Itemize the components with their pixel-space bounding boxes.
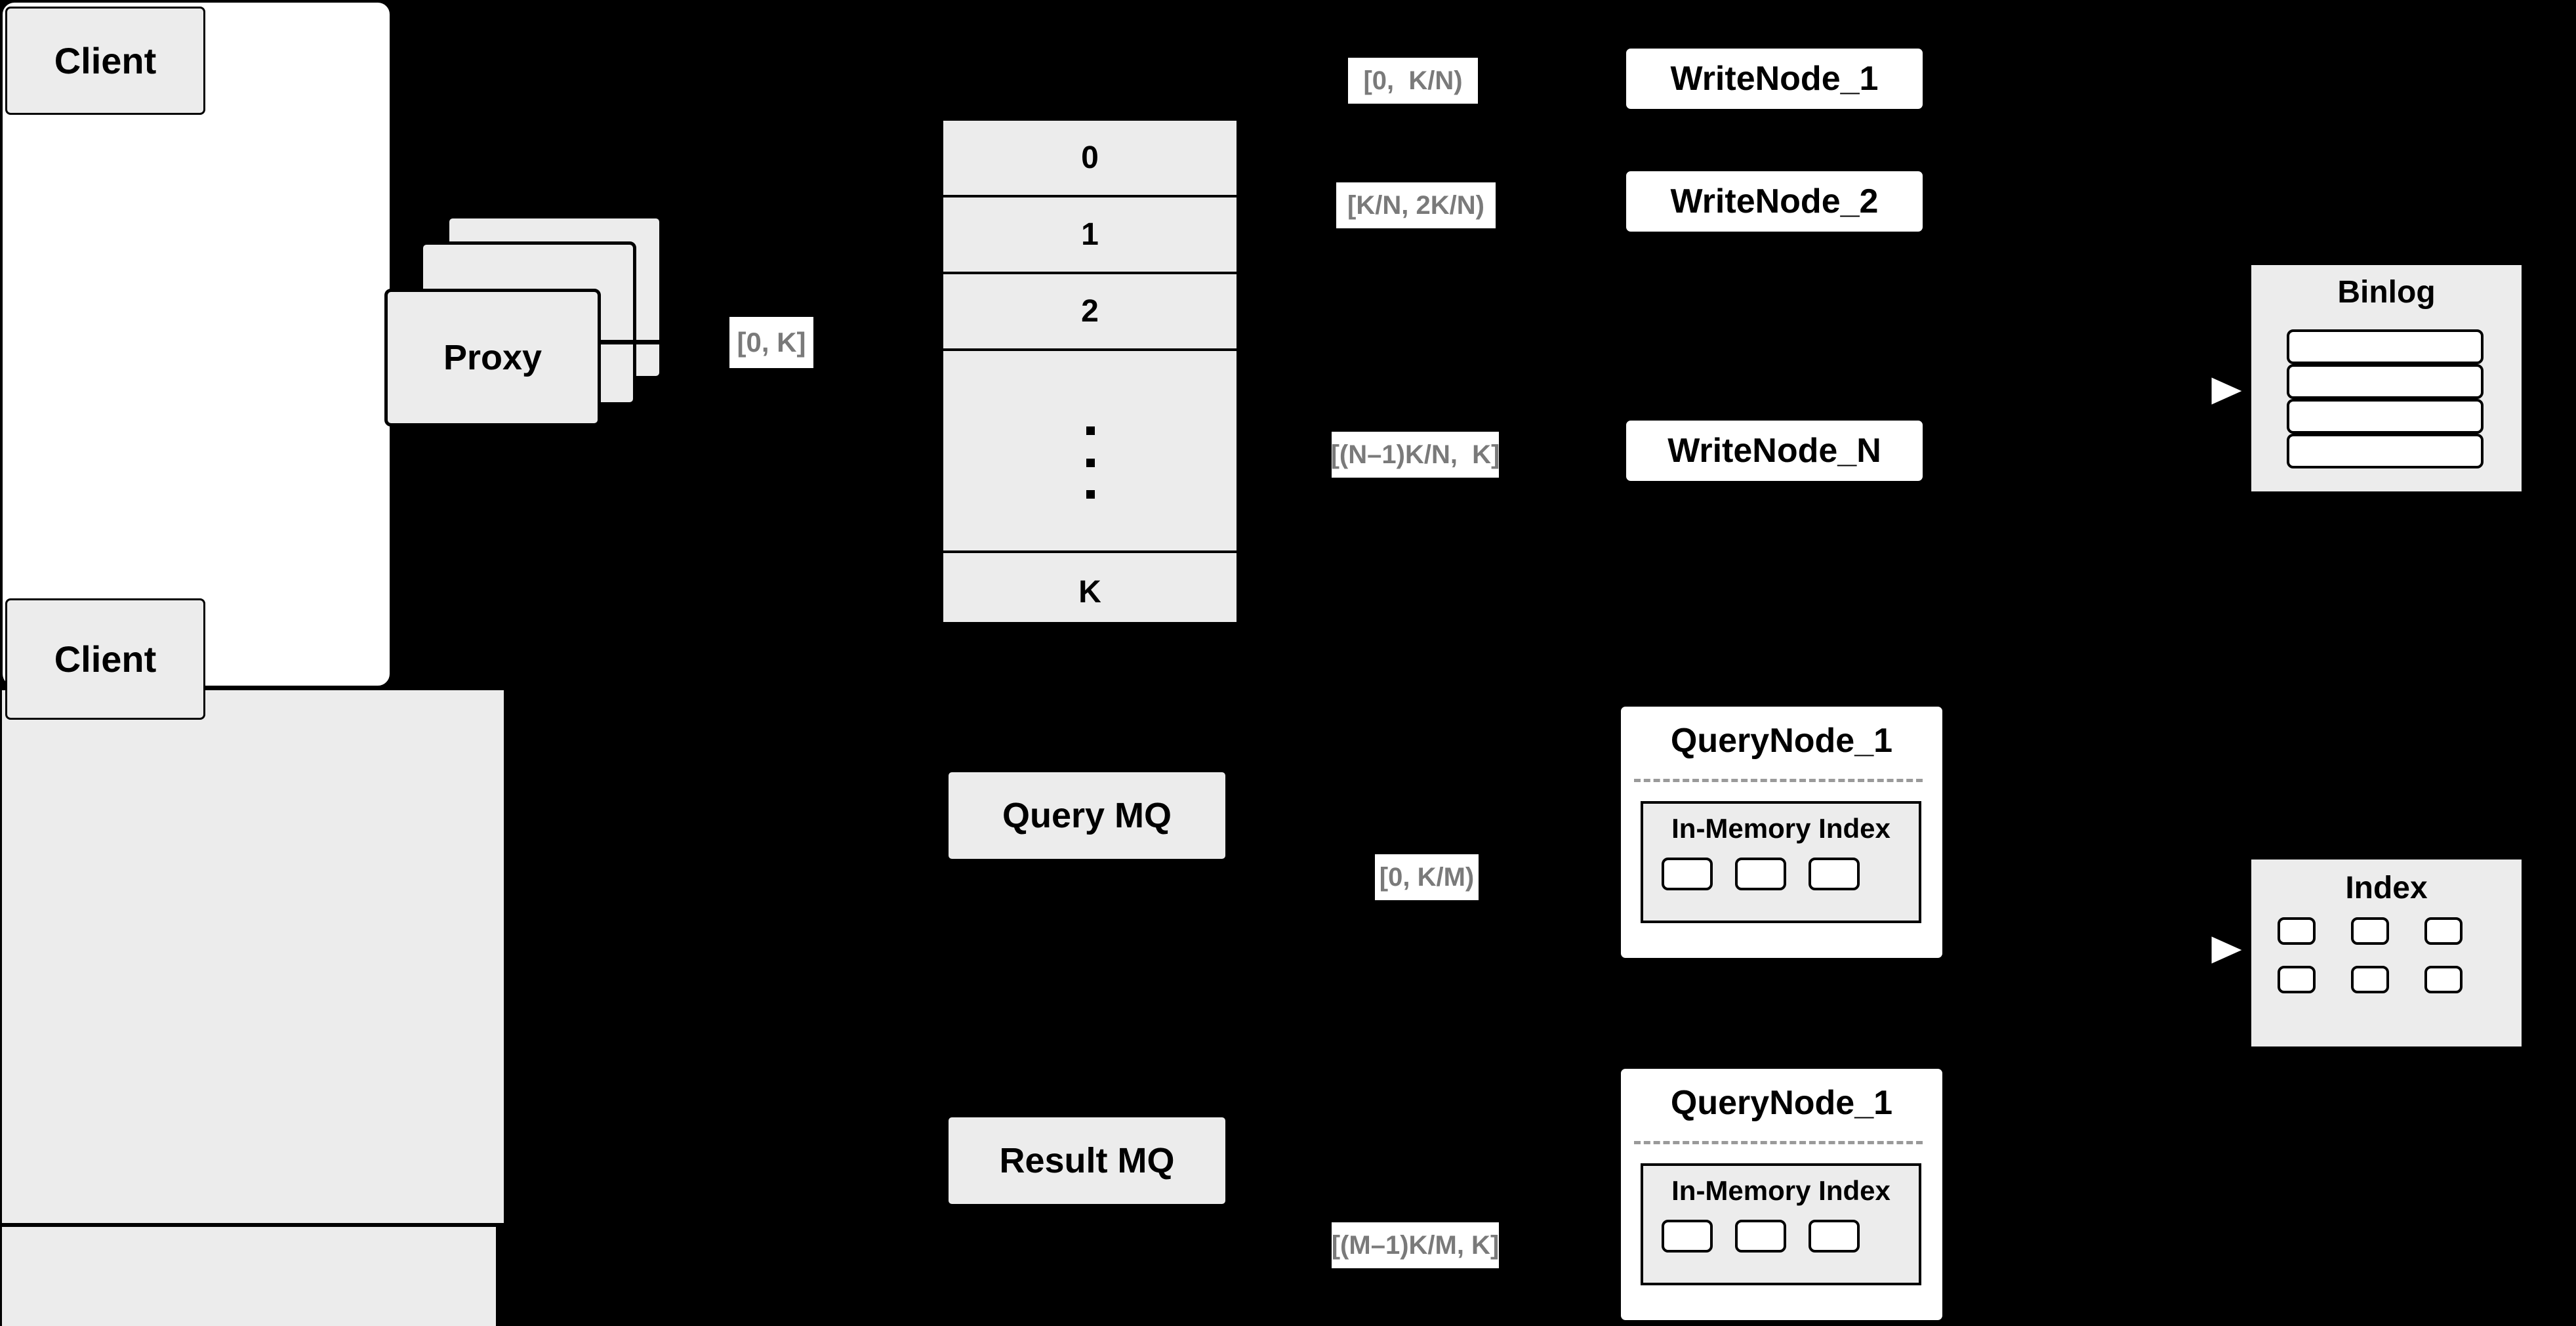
query-mq-box[interactable]: Query MQ bbox=[947, 770, 1227, 861]
proxy-box[interactable]: Proxy bbox=[384, 289, 601, 426]
memory-index-slot[interactable] bbox=[1735, 858, 1786, 890]
write-node-1-label: WriteNode_1 bbox=[1670, 60, 1879, 98]
index-cell[interactable] bbox=[2278, 917, 2316, 945]
index-cell[interactable] bbox=[2424, 917, 2463, 945]
write-node-2-arrow-line bbox=[1496, 199, 1586, 205]
query-node-2-divider bbox=[1634, 1141, 1923, 1144]
query-node-1-memory-index: In-Memory Index bbox=[1641, 801, 1921, 923]
client-label-2: Client bbox=[54, 638, 157, 680]
client-box-1[interactable]: Client bbox=[5, 7, 205, 115]
query-node-2-arrow-head bbox=[1577, 1223, 1608, 1262]
query-node-1-arrow-head bbox=[1577, 855, 1608, 894]
store-engine-title: Store Engine bbox=[2265, 165, 2492, 206]
write-cluster-vertical-ellipsis bbox=[1769, 281, 1778, 363]
memory-index-slot[interactable] bbox=[1735, 1220, 1786, 1253]
write-node-cluster bbox=[0, 688, 506, 1225]
query-node-1-range-label: [0, K/M) bbox=[1375, 854, 1479, 900]
index-panel: Index bbox=[2249, 857, 2524, 1049]
binlog-inbound-arrow-line bbox=[2182, 388, 2212, 394]
proxy-label: Proxy bbox=[443, 338, 542, 377]
wal-row[interactable]: 1 bbox=[943, 197, 1237, 274]
query-mq-label: Query MQ bbox=[1002, 796, 1172, 835]
index-cell[interactable] bbox=[2278, 966, 2316, 993]
index-inbound-arrow-line bbox=[2182, 947, 2212, 953]
query-node-2[interactable]: QueryNode_1 In-Memory Index bbox=[1615, 1063, 1948, 1326]
write-node-n-arrow-head bbox=[1582, 431, 1614, 470]
binlog-panel: Binlog bbox=[2249, 262, 2524, 494]
memory-index-slot[interactable] bbox=[1809, 858, 1860, 890]
memory-index-slot[interactable] bbox=[1662, 858, 1713, 890]
memory-index-slot[interactable] bbox=[1809, 1220, 1860, 1253]
write-node-1-arrow-line bbox=[1478, 76, 1586, 82]
binlog-row[interactable] bbox=[2287, 399, 2484, 434]
query-node-2-memory-index: In-Memory Index bbox=[1641, 1163, 1921, 1285]
write-node-1[interactable]: WriteNode_1 bbox=[1620, 43, 1929, 115]
binlog-inbound-arrow-head bbox=[2208, 371, 2250, 411]
query-node-2-arrow-line bbox=[1499, 1240, 1581, 1246]
query-node-1-memory-index-title: In-Memory Index bbox=[1671, 813, 1891, 844]
index-cell[interactable] bbox=[2351, 917, 2389, 945]
query-node-1[interactable]: QueryNode_1 In-Memory Index bbox=[1615, 701, 1948, 964]
proxy-range-label: [0, K] bbox=[729, 317, 813, 368]
query-node-2-label: QueryNode_1 bbox=[1670, 1084, 1893, 1122]
write-node-n[interactable]: WriteNode_N bbox=[1620, 415, 1929, 487]
proxy-to-wal-line bbox=[601, 340, 673, 344]
wal-row-list: 0 1 2 K bbox=[941, 118, 1239, 625]
query-node-cluster bbox=[0, 1225, 498, 1326]
memory-index-slot[interactable] bbox=[1662, 1220, 1713, 1253]
result-mq-box[interactable]: Result MQ bbox=[947, 1115, 1227, 1206]
write-node-1-range-label: [0, K/N) bbox=[1348, 58, 1478, 104]
client-label-1: Client bbox=[54, 40, 157, 81]
query-node-1-arrow-line bbox=[1479, 872, 1581, 878]
index-cell[interactable] bbox=[2424, 966, 2463, 993]
query-node-2-memory-index-title: In-Memory Index bbox=[1671, 1175, 1891, 1206]
binlog-row[interactable] bbox=[2287, 434, 2484, 468]
write-node-n-label: WriteNode_N bbox=[1667, 432, 1881, 470]
binlog-title: Binlog bbox=[2337, 275, 2436, 310]
client-box-2[interactable]: Client bbox=[5, 598, 205, 720]
write-node-2-range-label: [K/N, 2K/N) bbox=[1336, 182, 1496, 228]
wal-row[interactable]: K bbox=[1078, 574, 1101, 610]
binlog-row[interactable] bbox=[2287, 329, 2484, 364]
write-node-n-arrow-line bbox=[1499, 448, 1586, 454]
query-node-2-range-label: [(M–1)K/M, K] bbox=[1332, 1222, 1499, 1268]
index-cell[interactable] bbox=[2351, 966, 2389, 993]
write-node-2-label: WriteNode_2 bbox=[1670, 182, 1879, 220]
query-node-1-divider bbox=[1634, 779, 1923, 782]
query-node-1-label: QueryNode_1 bbox=[1670, 722, 1893, 760]
binlog-row[interactable] bbox=[2287, 364, 2484, 399]
write-node-n-range-label: [(N–1)K/N, K] bbox=[1331, 432, 1500, 478]
wal-row[interactable]: 2 bbox=[943, 274, 1237, 351]
wal-row-ellipsis bbox=[943, 351, 1237, 553]
index-inbound-arrow-head bbox=[2208, 930, 2250, 970]
result-mq-label: Result MQ bbox=[999, 1141, 1175, 1180]
index-title: Index bbox=[2345, 871, 2428, 905]
wal-vertical-ellipsis bbox=[1086, 426, 1095, 499]
query-cluster-vertical-ellipsis bbox=[1771, 966, 1780, 1046]
write-node-2-arrow-head bbox=[1582, 182, 1614, 221]
wal-row[interactable]: 0 bbox=[943, 121, 1237, 197]
write-node-2[interactable]: WriteNode_2 bbox=[1620, 165, 1929, 238]
write-node-1-arrow-head bbox=[1582, 59, 1614, 98]
wal-title: WAL bbox=[1047, 40, 1132, 83]
